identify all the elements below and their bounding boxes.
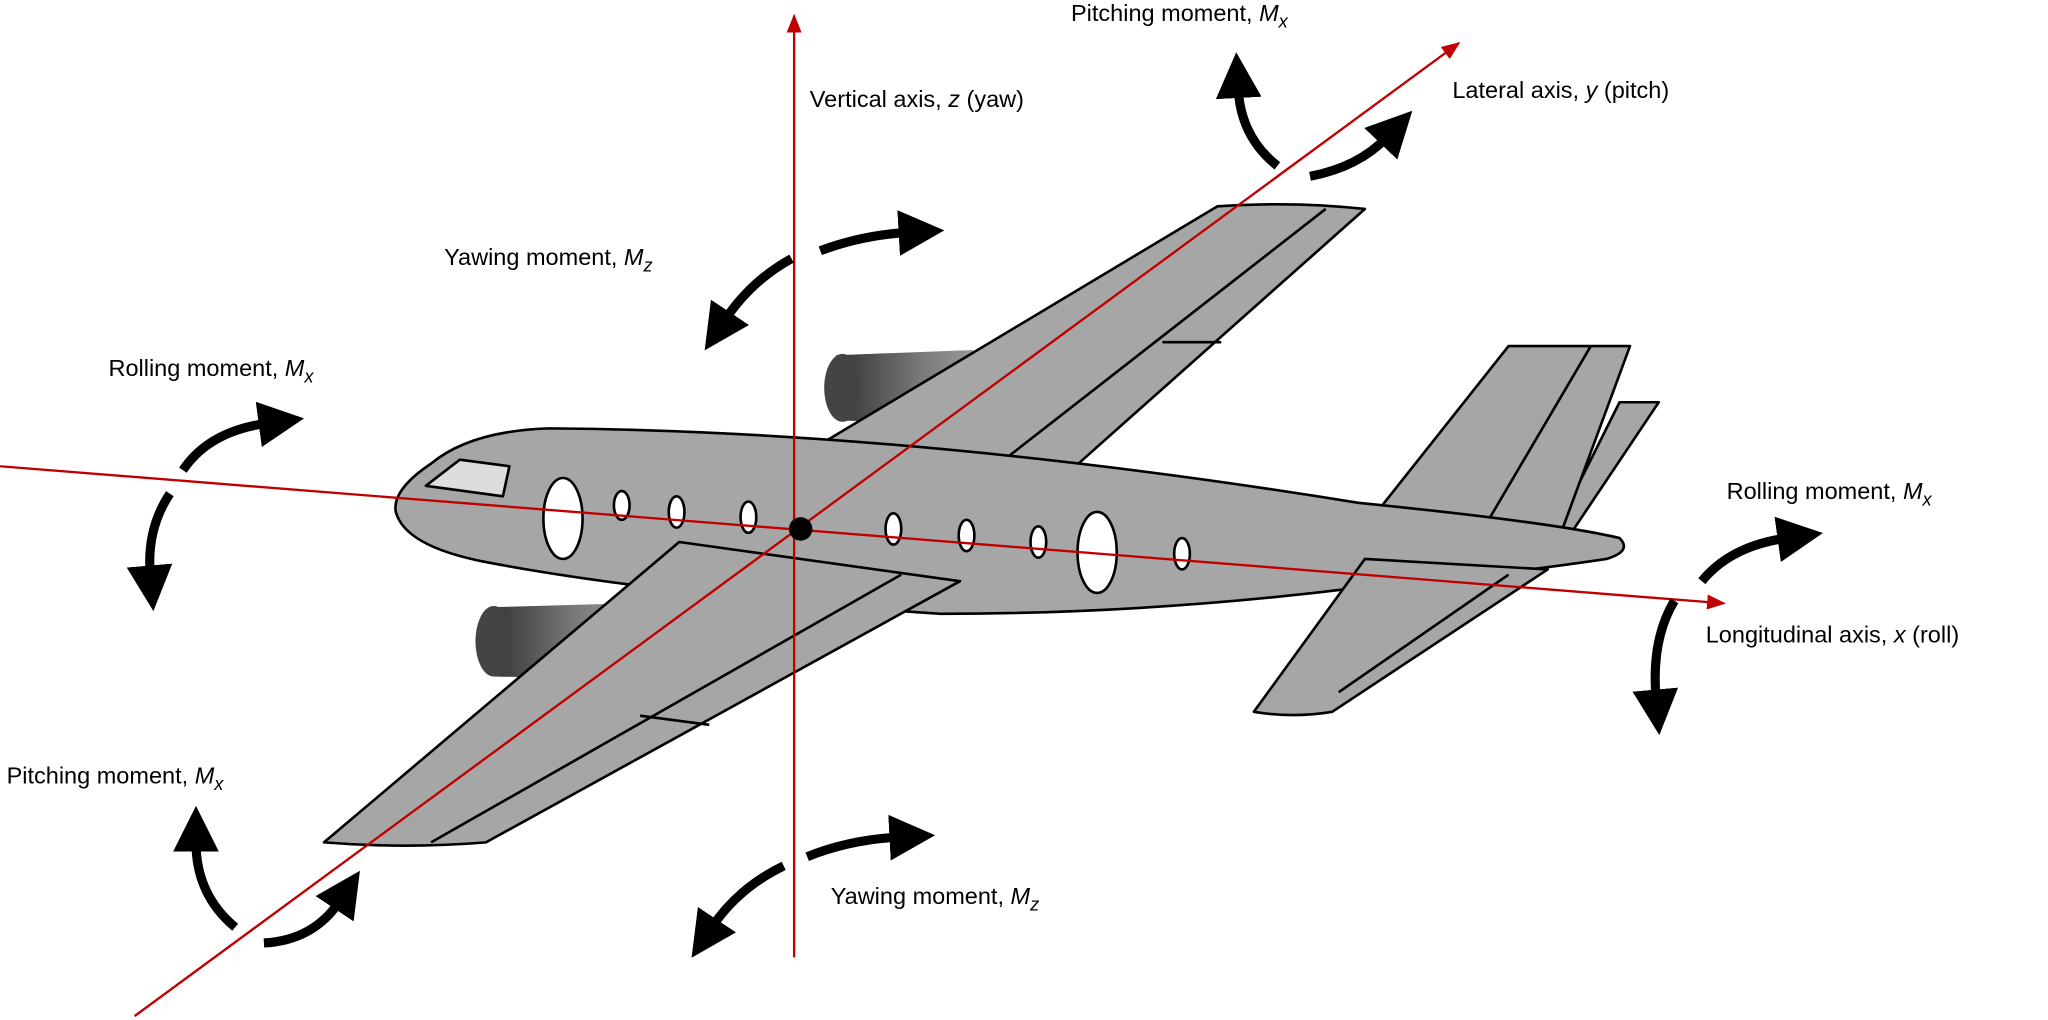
pitch-bottom-arrow-up <box>173 805 239 931</box>
roll-left-arrow-down <box>126 491 174 612</box>
roll-right-arrow-up <box>1698 516 1823 585</box>
roll-right-arrow-down <box>1632 598 1679 736</box>
moment-arrows <box>126 52 1823 958</box>
vertical-axis-label: Vertical axis, z (yaw) <box>810 86 1024 112</box>
pitch-top-arrow-right <box>1309 110 1413 181</box>
yawing-moment-top-label: Yawing moment, Mz <box>444 244 653 276</box>
yaw-top-arrow-left <box>704 254 794 351</box>
longitudinal-axis <box>0 465 1726 610</box>
near-tailplane <box>1252 557 1550 717</box>
pitching-moment-top-label: Pitching moment, Mx <box>1071 0 1289 31</box>
near-wing <box>322 540 962 847</box>
pitching-moment-bottom-label: Pitching moment, Mx <box>7 763 225 795</box>
far-tailplane <box>1357 344 1661 553</box>
cockpit-window <box>424 458 511 498</box>
center-of-gravity <box>788 517 813 541</box>
yaw-bottom-arrow-right <box>805 814 936 861</box>
lateral-axis-label: Lateral axis, y (pitch) <box>1452 77 1669 103</box>
far-wing <box>808 202 1367 472</box>
rolling-moment-right-label: Rolling moment, Mx <box>1727 478 1933 510</box>
longitudinal-axis-label: Longitudinal axis, x (roll) <box>1706 622 1959 648</box>
rolling-moment-left-label: Rolling moment, Mx <box>108 355 314 387</box>
pitch-bottom-arrow-right <box>263 870 360 948</box>
yaw-top-arrow-right <box>818 210 945 256</box>
yawing-moment-bottom-label: Yawing moment, Mz <box>831 883 1040 915</box>
yaw-bottom-arrow-left <box>691 861 786 958</box>
roll-left-arrow-up <box>179 401 305 473</box>
pitch-top-arrow-up <box>1215 52 1281 170</box>
